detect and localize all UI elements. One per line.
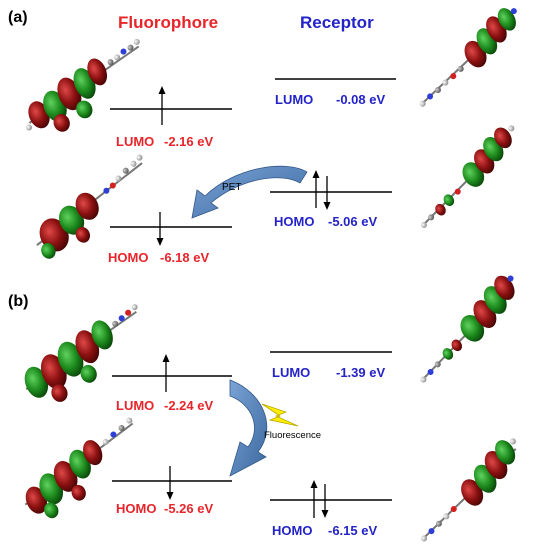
receptor-homo-energy-b: -6.15 eV <box>328 523 377 538</box>
curved-arrow-icon <box>191 165 308 219</box>
up-arrow-icon <box>310 480 318 518</box>
up-arrow-icon <box>162 354 170 392</box>
up-arrow-icon <box>312 170 320 208</box>
receptor-homo-energy-a: -5.06 eV <box>328 214 377 229</box>
receptor-homo-label-b: HOMO <box>272 523 312 538</box>
molecule-receptor-lumo-a <box>419 8 517 107</box>
fluorophore-homo-label-b: HOMO <box>116 501 156 516</box>
molecule-fluorophore-lumo-b <box>24 304 138 402</box>
receptor-title: Receptor <box>300 13 374 32</box>
down-arrow-icon <box>321 484 329 518</box>
down-arrow-icon <box>323 176 331 210</box>
pet-label: PET <box>222 182 241 193</box>
receptor-lumo-label-b: LUMO <box>272 365 310 380</box>
molecule-receptor-homo-b <box>421 438 517 542</box>
fluorophore-homo-label-a: HOMO <box>108 250 148 265</box>
fluorophore-lumo-label-a: LUMO <box>116 134 154 149</box>
down-arrow-icon <box>156 212 164 246</box>
fluorophore-title: Fluorophore <box>118 13 218 32</box>
molecule-fluorophore-homo-a <box>36 154 143 259</box>
down-arrow-icon <box>166 466 174 500</box>
molecule-fluorophore-lumo-a <box>26 38 140 132</box>
fluorophore-homo-energy-b: -5.26 eV <box>164 501 213 516</box>
fluorophore-lumo-energy-b: -2.24 eV <box>164 398 213 413</box>
receptor-lumo-energy-a: -0.08 eV <box>336 92 385 107</box>
fluorophore-lumo-energy-a: -2.16 eV <box>164 134 213 149</box>
fluorescence-label: Fluorescence <box>264 430 321 441</box>
curved-arrow-icon <box>229 379 268 477</box>
molecule-receptor-lumo-b <box>420 275 515 383</box>
fluorophore-lumo-label-b: LUMO <box>116 398 154 413</box>
panel-b-tag: (b) <box>8 293 28 310</box>
receptor-lumo-label-a: LUMO <box>275 92 313 107</box>
molecule-receptor-homo-a <box>420 125 515 228</box>
receptor-homo-label-a: HOMO <box>274 214 314 229</box>
lightning-icon <box>261 403 299 427</box>
up-arrow-icon <box>158 86 166 125</box>
panel-a-tag: (a) <box>8 9 28 26</box>
receptor-lumo-energy-b: -1.39 eV <box>336 365 385 380</box>
molecule-fluorophore-homo-b <box>24 417 134 519</box>
fluorophore-homo-energy-a: -6.18 eV <box>160 250 209 265</box>
